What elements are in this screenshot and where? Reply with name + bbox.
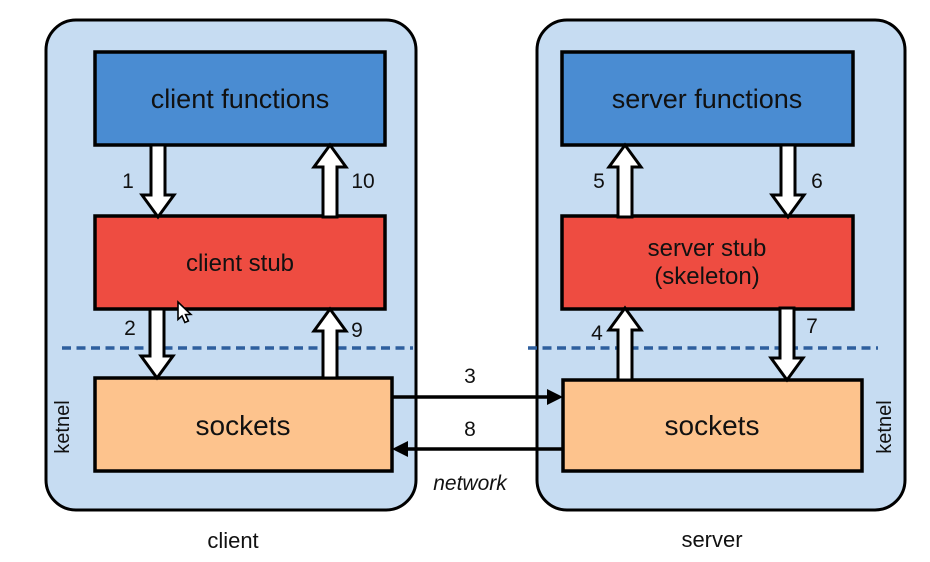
arrow-2-down-icon bbox=[138, 307, 176, 381]
arrow-9-up-icon bbox=[311, 306, 349, 380]
step-5-label: 5 bbox=[593, 170, 605, 193]
step-2-label: 2 bbox=[124, 317, 136, 340]
arrow-1-down-icon bbox=[139, 143, 177, 220]
mouse-cursor-icon bbox=[177, 300, 193, 324]
step-9-label: 9 bbox=[351, 319, 363, 342]
client-sockets-label: sockets bbox=[196, 410, 291, 441]
server-stub-box bbox=[560, 214, 855, 311]
kernel-label-server: ketnel bbox=[874, 400, 896, 453]
arrow-7-down-icon bbox=[768, 306, 806, 383]
server-stub-label-line1: server stub bbox=[648, 235, 767, 262]
client-functions-label: client functions bbox=[151, 84, 330, 114]
client-sockets-box bbox=[93, 376, 394, 473]
step-6-label: 6 bbox=[811, 170, 823, 193]
network-arrow-8-head-icon bbox=[392, 441, 408, 457]
step-1-label: 1 bbox=[122, 170, 134, 193]
step-3-label: 3 bbox=[464, 365, 476, 388]
server-machine-label: server bbox=[681, 527, 742, 552]
network-arrow-3-head-icon bbox=[547, 389, 563, 405]
client-stub-box bbox=[93, 214, 387, 311]
server-functions-label: server functions bbox=[612, 84, 803, 114]
server-functions-box bbox=[560, 50, 855, 147]
step-7-label: 7 bbox=[806, 315, 818, 338]
arrow-5-up-icon bbox=[606, 142, 644, 219]
server-stub-label-line2: (skeleton) bbox=[654, 263, 759, 290]
arrow-6-down-icon bbox=[769, 143, 807, 220]
step-4-label: 4 bbox=[591, 322, 603, 345]
network-label: network bbox=[433, 472, 508, 495]
arrow-10-up-icon bbox=[311, 142, 349, 219]
client-functions-box bbox=[93, 50, 387, 147]
kernel-label-client: ketnel bbox=[52, 400, 74, 453]
arrow-4-up-icon bbox=[606, 305, 644, 382]
client-machine-label: client bbox=[207, 528, 258, 553]
step-10-label: 10 bbox=[351, 170, 374, 193]
step-8-label: 8 bbox=[464, 418, 476, 441]
server-sockets-box bbox=[561, 378, 864, 473]
client-stub-label: client stub bbox=[186, 250, 294, 277]
server-sockets-label: sockets bbox=[665, 410, 760, 441]
